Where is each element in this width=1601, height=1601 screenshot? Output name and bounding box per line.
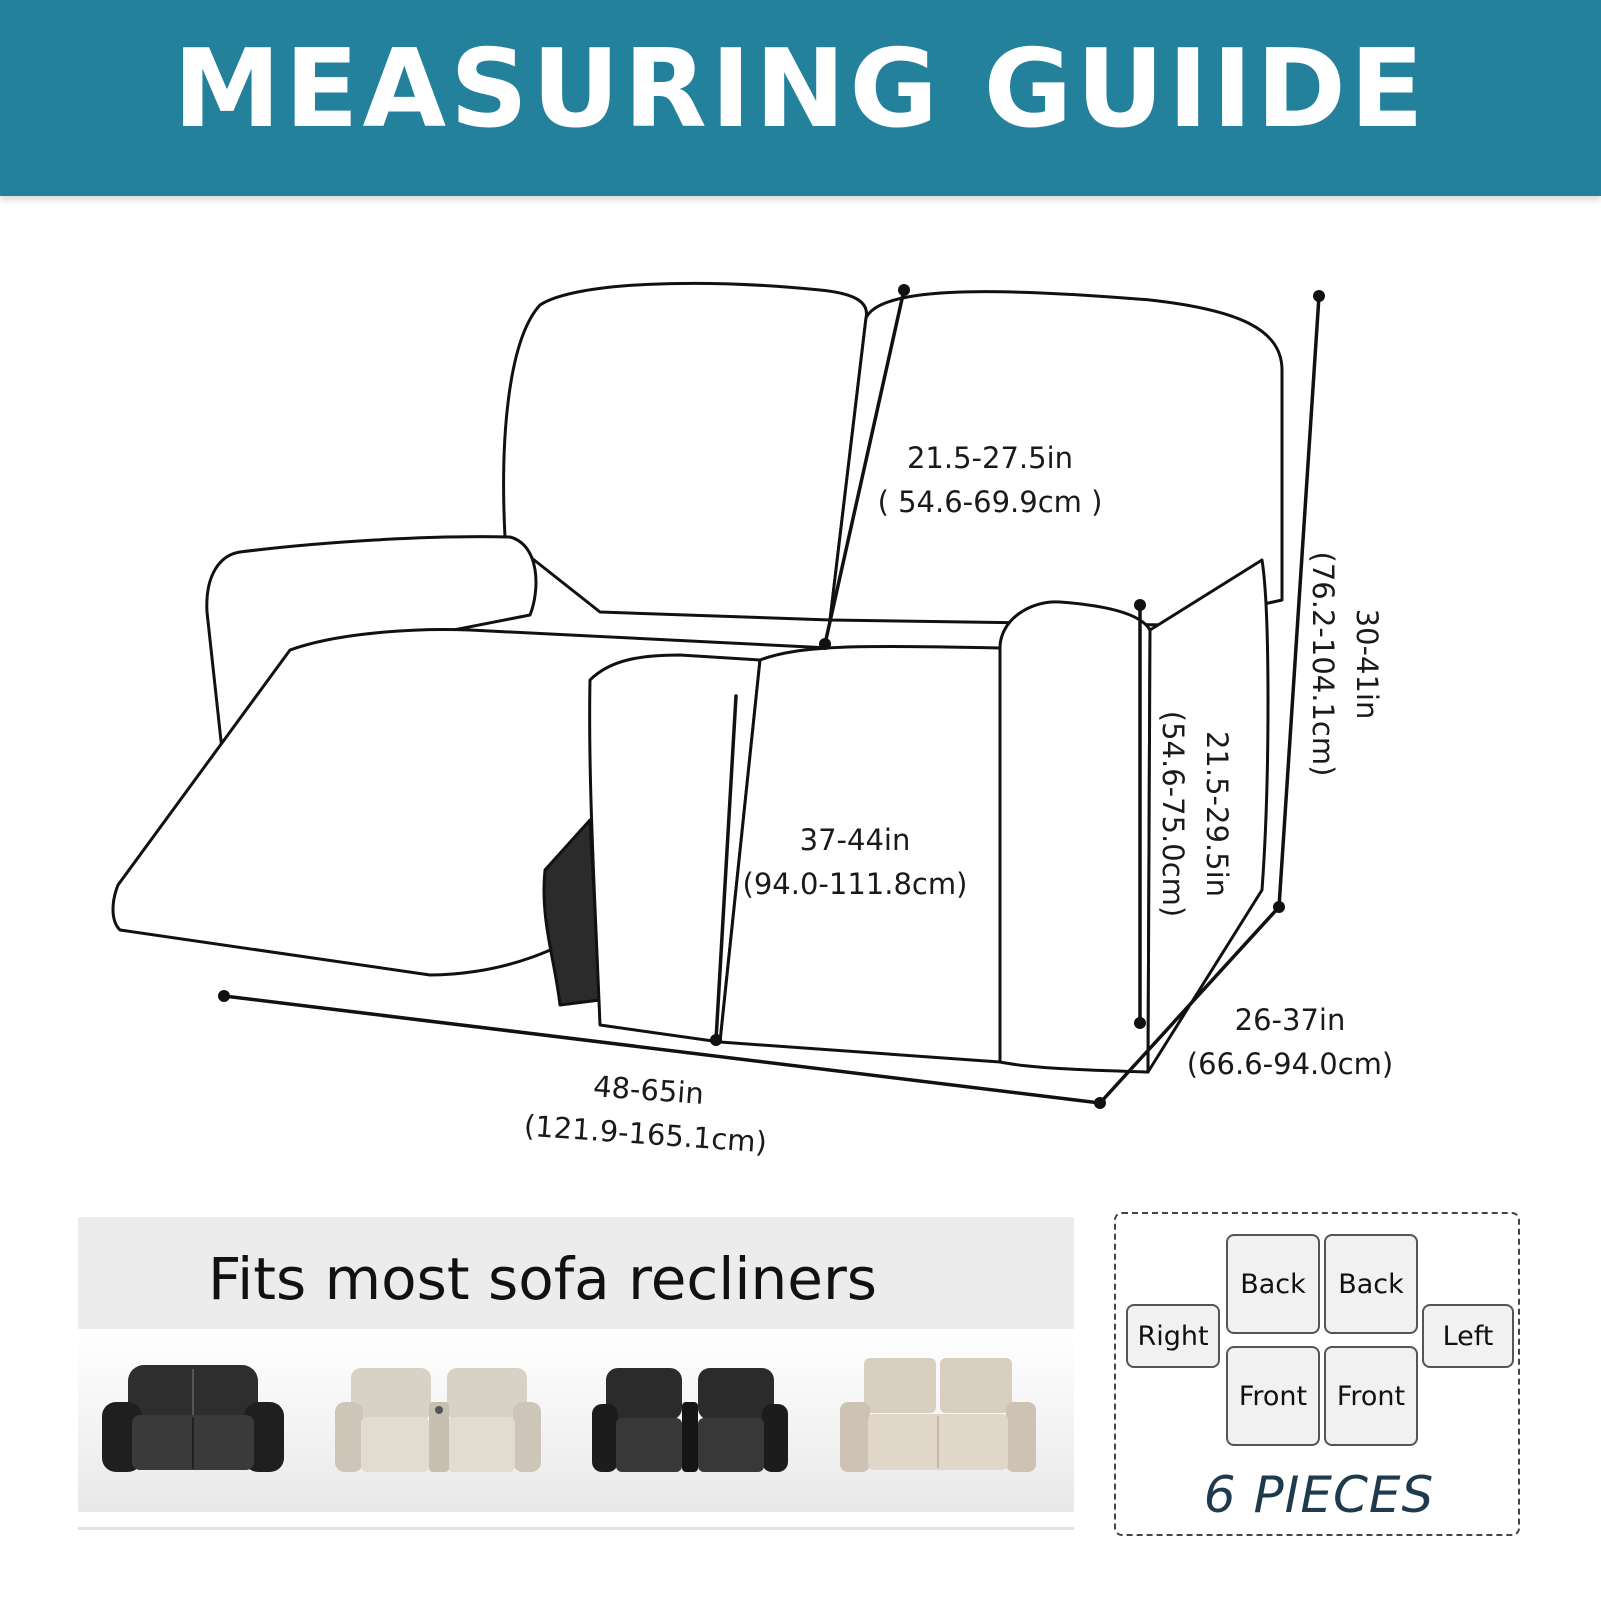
measure-point — [1313, 290, 1325, 302]
total-width-line — [222, 994, 1102, 1105]
total-height-label: 30-41in (76.2-104.1cm) — [1306, 551, 1384, 777]
back-height-label: 21.5-27.5in ( 54.6-69.9cm ) — [877, 441, 1103, 519]
piece-back-right: Back — [1324, 1234, 1418, 1334]
seat-depth-line — [714, 694, 738, 1042]
piece-right-arm: Right — [1126, 1304, 1220, 1368]
measure-point — [898, 284, 910, 296]
page-title: MEASURING GUIIDE — [173, 27, 1428, 152]
fits-title: Fits most sofa recliners — [208, 1245, 878, 1313]
header-banner: MEASURING GUIIDE — [0, 0, 1601, 196]
total-width-label: 48-65in (121.9-165.1cm) — [522, 1069, 769, 1160]
recliner-mechanism — [542, 818, 602, 1007]
middle-seat — [588, 653, 762, 1044]
fits-underline — [78, 1527, 1074, 1530]
sofa-diagram — [111, 281, 1325, 1109]
right-side-panel — [1146, 558, 1270, 1074]
seat-depth-label: 37-44in (94.0-111.8cm) — [742, 823, 968, 901]
black-console-recliner-icon — [592, 1368, 788, 1472]
fits-panel: Fits most sofa recliners — [78, 1217, 1074, 1512]
pieces-count: 6 PIECES — [1203, 1466, 1435, 1524]
right-arm — [998, 600, 1152, 1074]
measure-point — [1094, 1097, 1106, 1109]
piece-front-right: Front — [1324, 1346, 1418, 1446]
measure-point — [819, 638, 831, 650]
piece-back-left: Back — [1226, 1234, 1320, 1334]
arm-height-label: 21.5-29.5in (54.6-75.0cm) — [1156, 710, 1234, 918]
total-depth-line — [1098, 905, 1281, 1105]
measure-point — [218, 990, 230, 1002]
beige-console-recliner-icon — [335, 1368, 541, 1472]
black-leather-loveseat-icon — [102, 1365, 284, 1472]
pieces-diagram: Back Back Right Left Front Front 6 PIECE… — [1114, 1212, 1520, 1536]
total-height-line — [1277, 294, 1321, 909]
measure-point — [1134, 1017, 1146, 1029]
total-depth-label: 26-37in (66.6-94.0cm) — [1186, 1003, 1394, 1081]
measure-point — [1273, 901, 1285, 913]
back-cushion-left — [502, 281, 868, 622]
beige-loveseat-icon — [840, 1358, 1036, 1472]
measure-point — [1134, 599, 1146, 611]
measure-point — [710, 1034, 722, 1046]
piece-left-arm: Left — [1422, 1304, 1514, 1368]
piece-front-left: Front — [1226, 1346, 1320, 1446]
back-height-line — [823, 288, 906, 646]
back-cushion-right — [828, 290, 1284, 627]
